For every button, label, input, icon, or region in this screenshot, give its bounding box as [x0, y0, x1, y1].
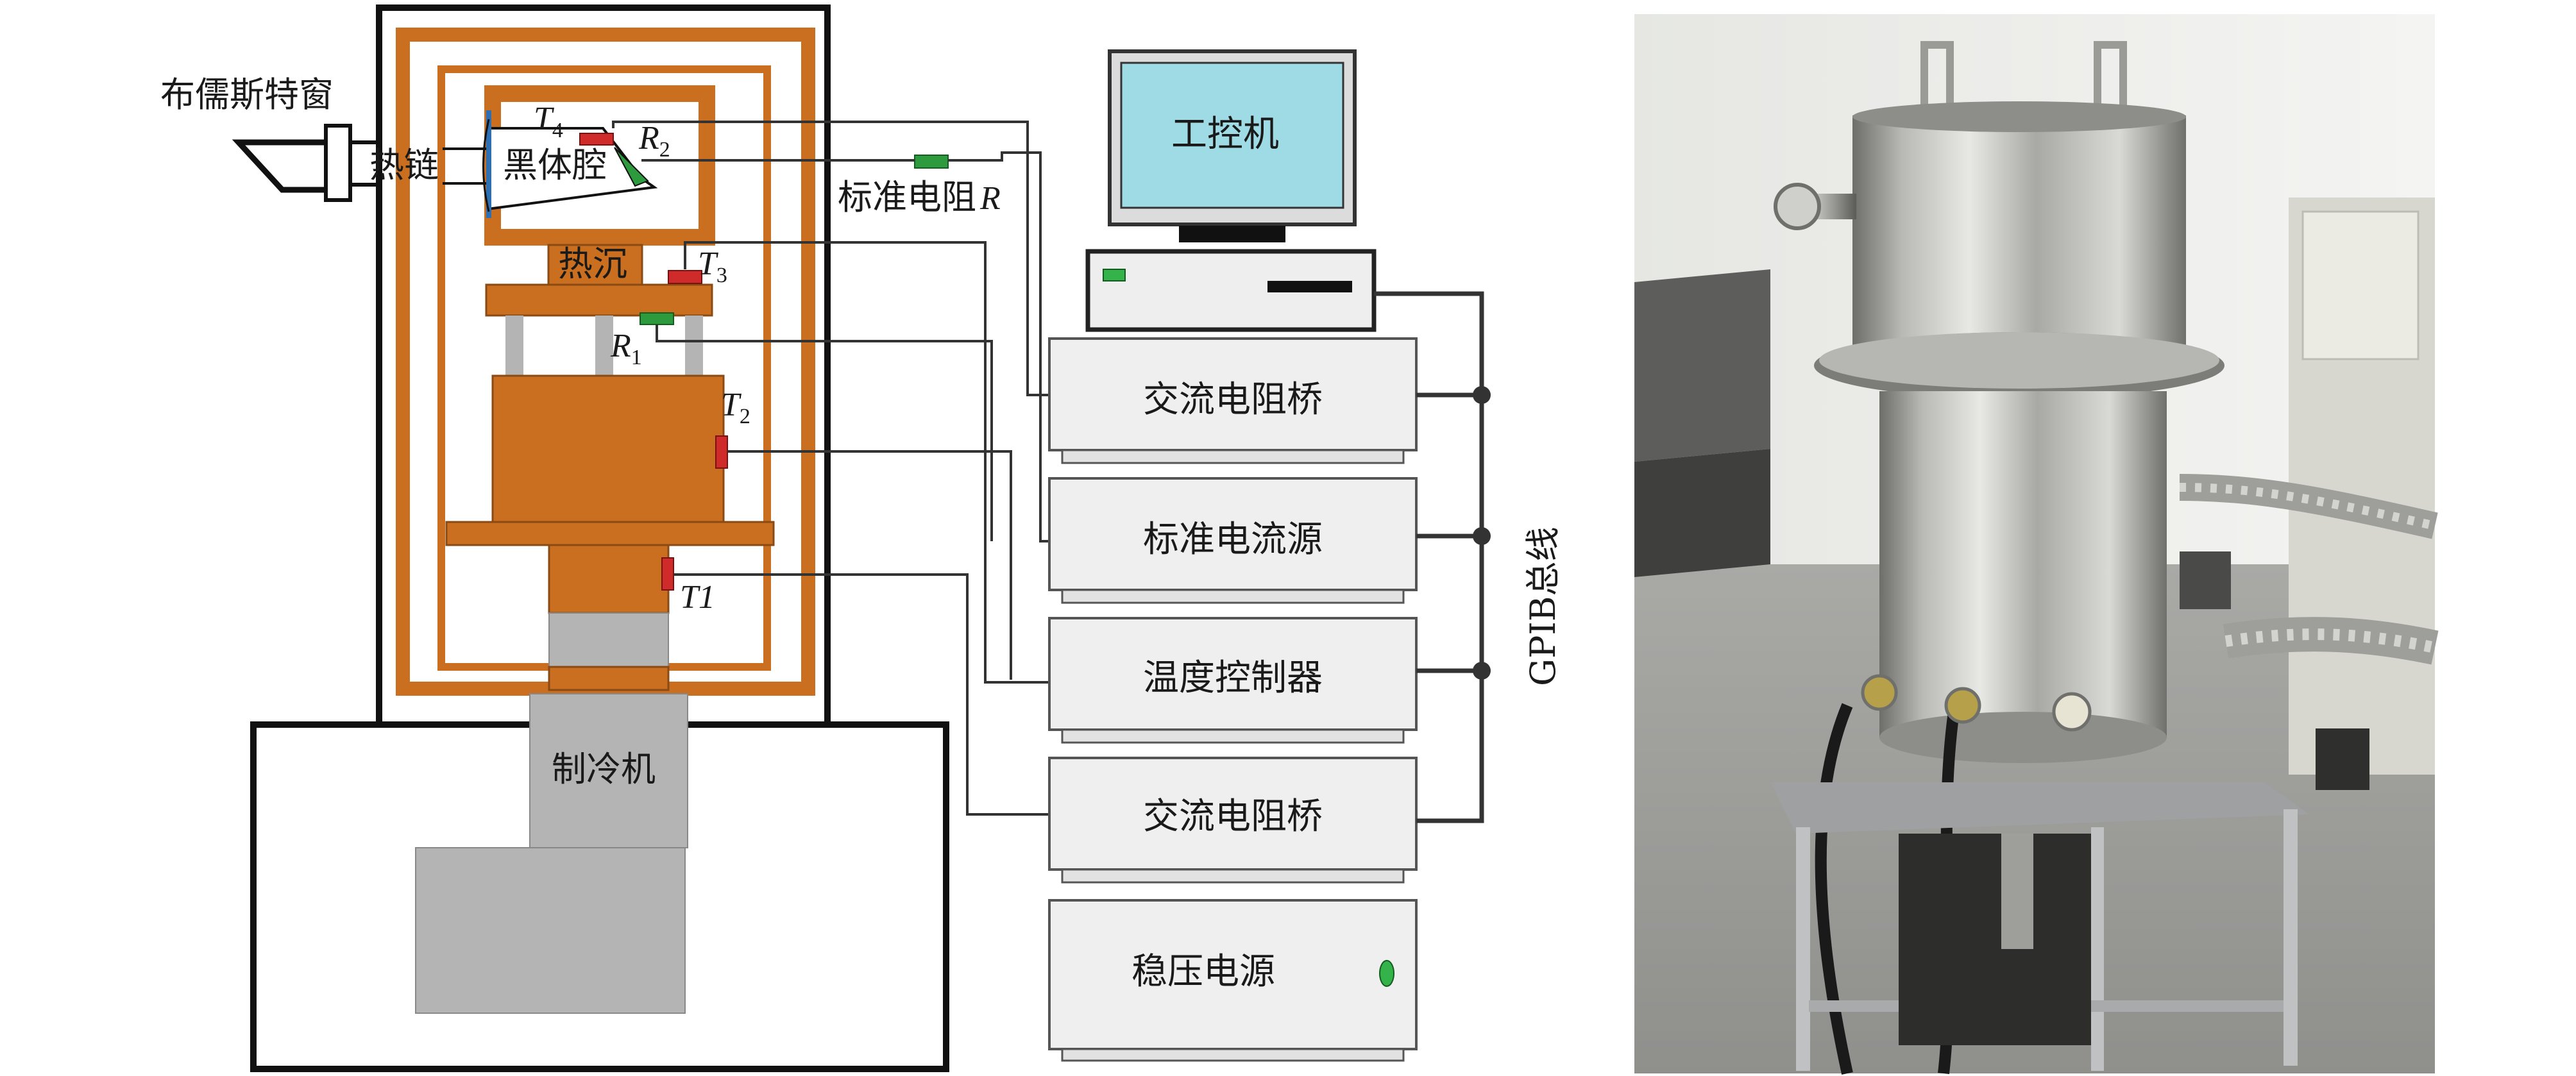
t2-label: T2: [721, 387, 750, 428]
cooler-body: [529, 693, 688, 848]
connector: [1944, 687, 1981, 724]
heat-link-label: 热链: [369, 145, 439, 185]
unit-current-source: 标准电流源: [1048, 477, 1418, 604]
right-cabinet-vent: [2301, 210, 2419, 360]
middle-flange-top: [1819, 332, 2219, 389]
pc-screen: [1120, 62, 1344, 209]
unit-ac-bridge-2: 交流电阻桥: [1048, 757, 1418, 884]
wiring: [612, 121, 1049, 816]
upper-cylinder: [1852, 106, 2186, 359]
support-column: [595, 315, 613, 376]
gpib-label: GPIB总线: [1523, 527, 1563, 686]
sensor-r1: [640, 312, 674, 325]
r2-label: R2: [638, 120, 670, 162]
unit-label: 交流电阻桥: [1143, 796, 1323, 837]
valve: [2180, 551, 2231, 609]
vacuum-hose-ribs: [2179, 483, 2436, 530]
standard-resistor: [914, 155, 949, 169]
apparatus-photo: [1634, 14, 2439, 1075]
window-label: 布儒斯特窗: [160, 74, 334, 115]
vacuum-hose-lower-ribs: [2224, 628, 2436, 653]
pc-led: [1103, 269, 1126, 282]
cavity-tip: [614, 147, 649, 187]
sensor-t4: [579, 133, 614, 146]
cryostat-schematic: 布儒斯特窗 热链 黑体腔 热沉 制冷机 T4 R2 T3 R1 T2 T1 标准…: [160, 4, 1001, 1072]
frame-leg: [1796, 827, 1810, 1071]
lower-cylinder: [1879, 391, 2167, 737]
bus-node: [1473, 662, 1491, 680]
unit-label: 交流电阻桥: [1143, 379, 1323, 421]
sensor-t3: [668, 270, 702, 284]
cooler-label: 制冷机: [552, 749, 656, 789]
frame-interior: [1899, 834, 2091, 1045]
sensor-t1: [661, 557, 674, 591]
left-table: [1634, 269, 1770, 462]
gpib-bus: [1374, 291, 1484, 823]
cooler-base: [415, 847, 686, 1014]
unit-label: 标准电流源: [1143, 519, 1323, 560]
copper-flange: [445, 521, 775, 546]
heatsink-label: 热沉: [558, 244, 627, 284]
valve-2: [2316, 728, 2369, 790]
unit-label: 温度控制器: [1143, 657, 1323, 699]
bus-node: [1473, 386, 1491, 404]
t1-label: T1: [680, 579, 715, 616]
support-column: [685, 315, 703, 376]
support-column: [505, 315, 523, 376]
cooler-enclosure: [250, 721, 949, 1072]
copper-block: [491, 374, 725, 523]
frame-top: [1770, 782, 2309, 834]
upper-lid: [1852, 101, 2186, 132]
monitor-stand: [1179, 226, 1285, 242]
lid-handle: [1920, 41, 1954, 109]
instrument-stack: 工控机 交流电阻桥 标准电流源 温度控制器 交流电阻桥: [1048, 49, 1563, 1062]
lens: [482, 119, 490, 212]
cold-head-pillar: [2001, 834, 2033, 949]
frame-leg: [2091, 827, 2104, 1071]
brewster-tube: [232, 139, 337, 193]
copper-neck: [548, 544, 670, 614]
unit-ac-bridge-1: 交流电阻桥: [1048, 337, 1418, 464]
left-table-front: [1634, 449, 1770, 577]
brewster-window: [324, 124, 352, 202]
lower-cylinder-base: [1879, 712, 2167, 763]
connector: [1861, 674, 1898, 711]
pc-label: 工控机: [1171, 113, 1279, 155]
sensor-t2: [715, 435, 728, 469]
connector: [2052, 692, 2092, 732]
unit-label: 稳压电源: [1131, 951, 1275, 993]
unit-power-supply: 稳压电源: [1048, 899, 1418, 1062]
side-port-flange: [1774, 183, 1821, 230]
pc-drive-slot: [1267, 281, 1352, 292]
lid-handle: [2094, 41, 2127, 109]
blackbody-label: 黑体腔: [503, 145, 607, 185]
t3-label: T3: [698, 246, 727, 287]
t4-label: T4: [534, 101, 563, 142]
power-led: [1379, 960, 1394, 987]
upper-plate: [485, 283, 713, 317]
r1-label: R1: [610, 328, 642, 369]
cold-head-flange: [548, 666, 670, 691]
bus-node: [1473, 527, 1491, 545]
frame-leg: [2284, 809, 2298, 1066]
unit-temp-controller: 温度控制器: [1048, 617, 1418, 744]
